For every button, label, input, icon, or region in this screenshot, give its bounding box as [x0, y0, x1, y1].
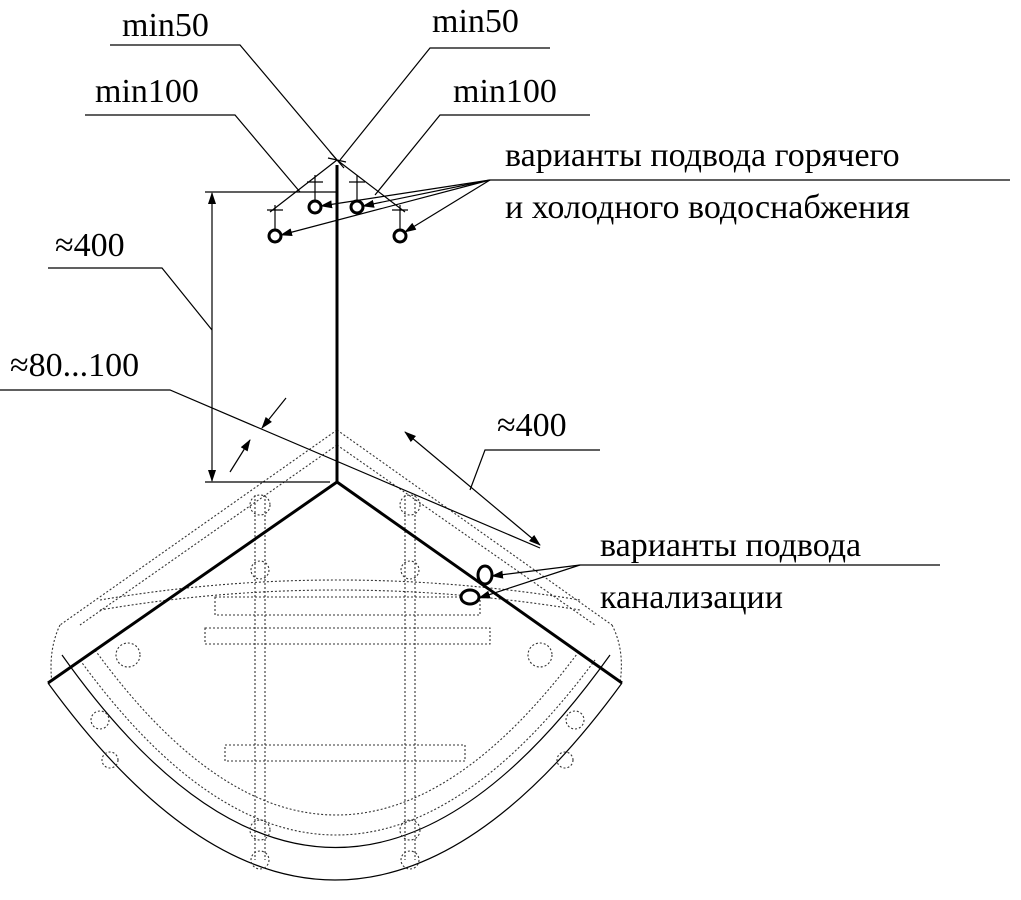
water-label-line2: и холодного водоснабжения	[505, 189, 910, 226]
min-clearance-leaders: min50 min50 min100 min100	[85, 3, 590, 196]
height-dim-label: ≈400	[55, 227, 125, 264]
sewer-label-line2: канализации	[600, 579, 783, 616]
min50-left-label: min50	[122, 7, 209, 44]
tray-frame-details	[90, 494, 585, 870]
offset-dimension: ≈80...100	[0, 347, 541, 549]
inlet-point	[267, 228, 283, 244]
sewer-label-line1: варианты подвода	[600, 527, 861, 564]
min100-right-label: min100	[453, 73, 557, 110]
water-supply-callout: варианты подвода горячего и холодного во…	[280, 137, 1010, 237]
length-dim-label: ≈400	[497, 407, 567, 444]
min50-right-label: min50	[432, 3, 519, 40]
inlet-point	[392, 228, 408, 244]
min100-left-label: min100	[95, 73, 199, 110]
offset-dim-label: ≈80...100	[10, 347, 139, 384]
inlet-point	[307, 199, 323, 215]
shower-tray	[47, 429, 623, 881]
water-label-line1: варианты подвода горячего	[505, 137, 900, 174]
wall-corner-lines	[47, 480, 623, 685]
sewer-callout: варианты подвода канализации	[478, 527, 940, 616]
inlet-point	[349, 199, 365, 215]
height-dimension: ≈400	[48, 191, 337, 483]
length-dimension: ≈400	[404, 407, 600, 546]
